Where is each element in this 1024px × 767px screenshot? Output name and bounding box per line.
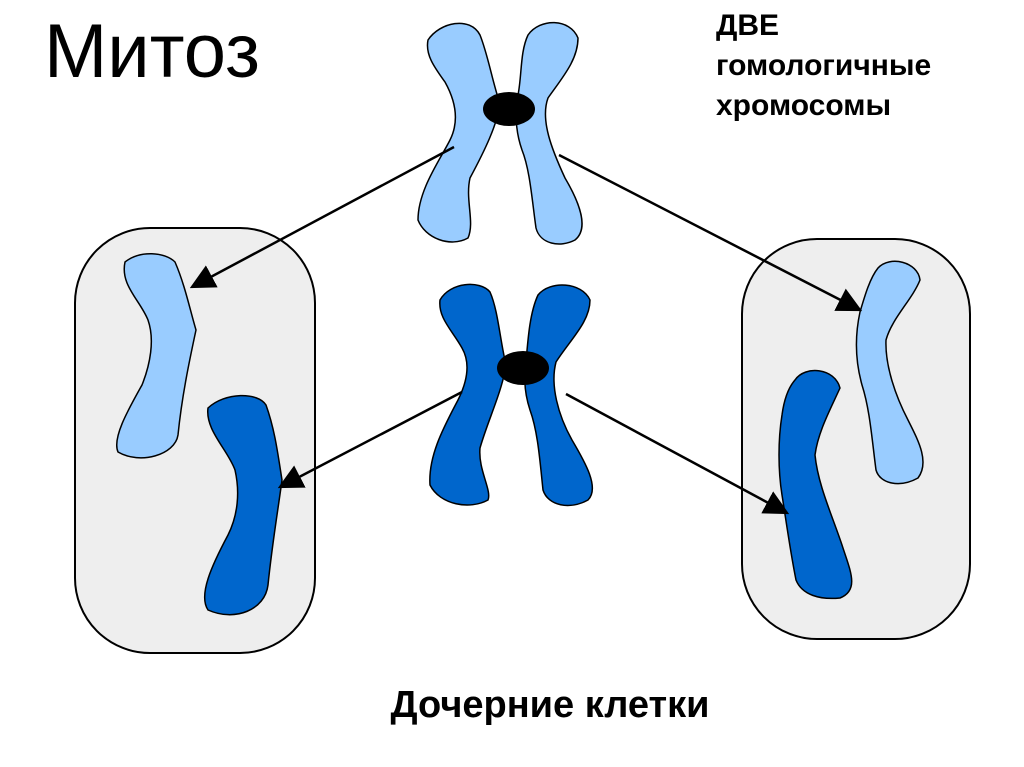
annotation-line: хромосомы: [716, 89, 892, 122]
light-chromosome-left-cell: [116, 253, 197, 459]
light-chromatid-left: [417, 22, 501, 243]
light-chromatid-right: [515, 21, 583, 245]
arrow-light-to-left-cell: [189, 145, 455, 289]
centromere-bottom: [497, 351, 549, 385]
daughter-cell-left: [74, 227, 316, 654]
dark-chromatid-right: [524, 284, 594, 507]
annotation-line: ДВЕ: [716, 9, 780, 42]
arrow-light-to-right-cell: [558, 153, 863, 312]
daughter-cell-right: [741, 238, 971, 640]
light-chromosome-right-cell: [855, 260, 924, 485]
dark-chromosome-bottom: [429, 283, 594, 507]
daughter-cells-caption: Дочерние клетки: [390, 684, 710, 726]
slide-title: Митоз: [44, 9, 260, 94]
dark-chromosome-right-cell: [778, 369, 853, 600]
homologous-chromosomes-label: ДВЕ гомологичные хромосомы: [716, 6, 931, 126]
arrow-dark-to-right-cell: [565, 392, 790, 515]
dark-chromatid-left: [429, 283, 507, 506]
dark-chromosome-left-cell: [203, 394, 283, 616]
centromere-top: [483, 92, 535, 126]
arrow-dark-to-left-cell: [277, 390, 463, 489]
light-chromosome-top: [417, 21, 583, 245]
annotation-line: гомологичные: [716, 49, 932, 82]
